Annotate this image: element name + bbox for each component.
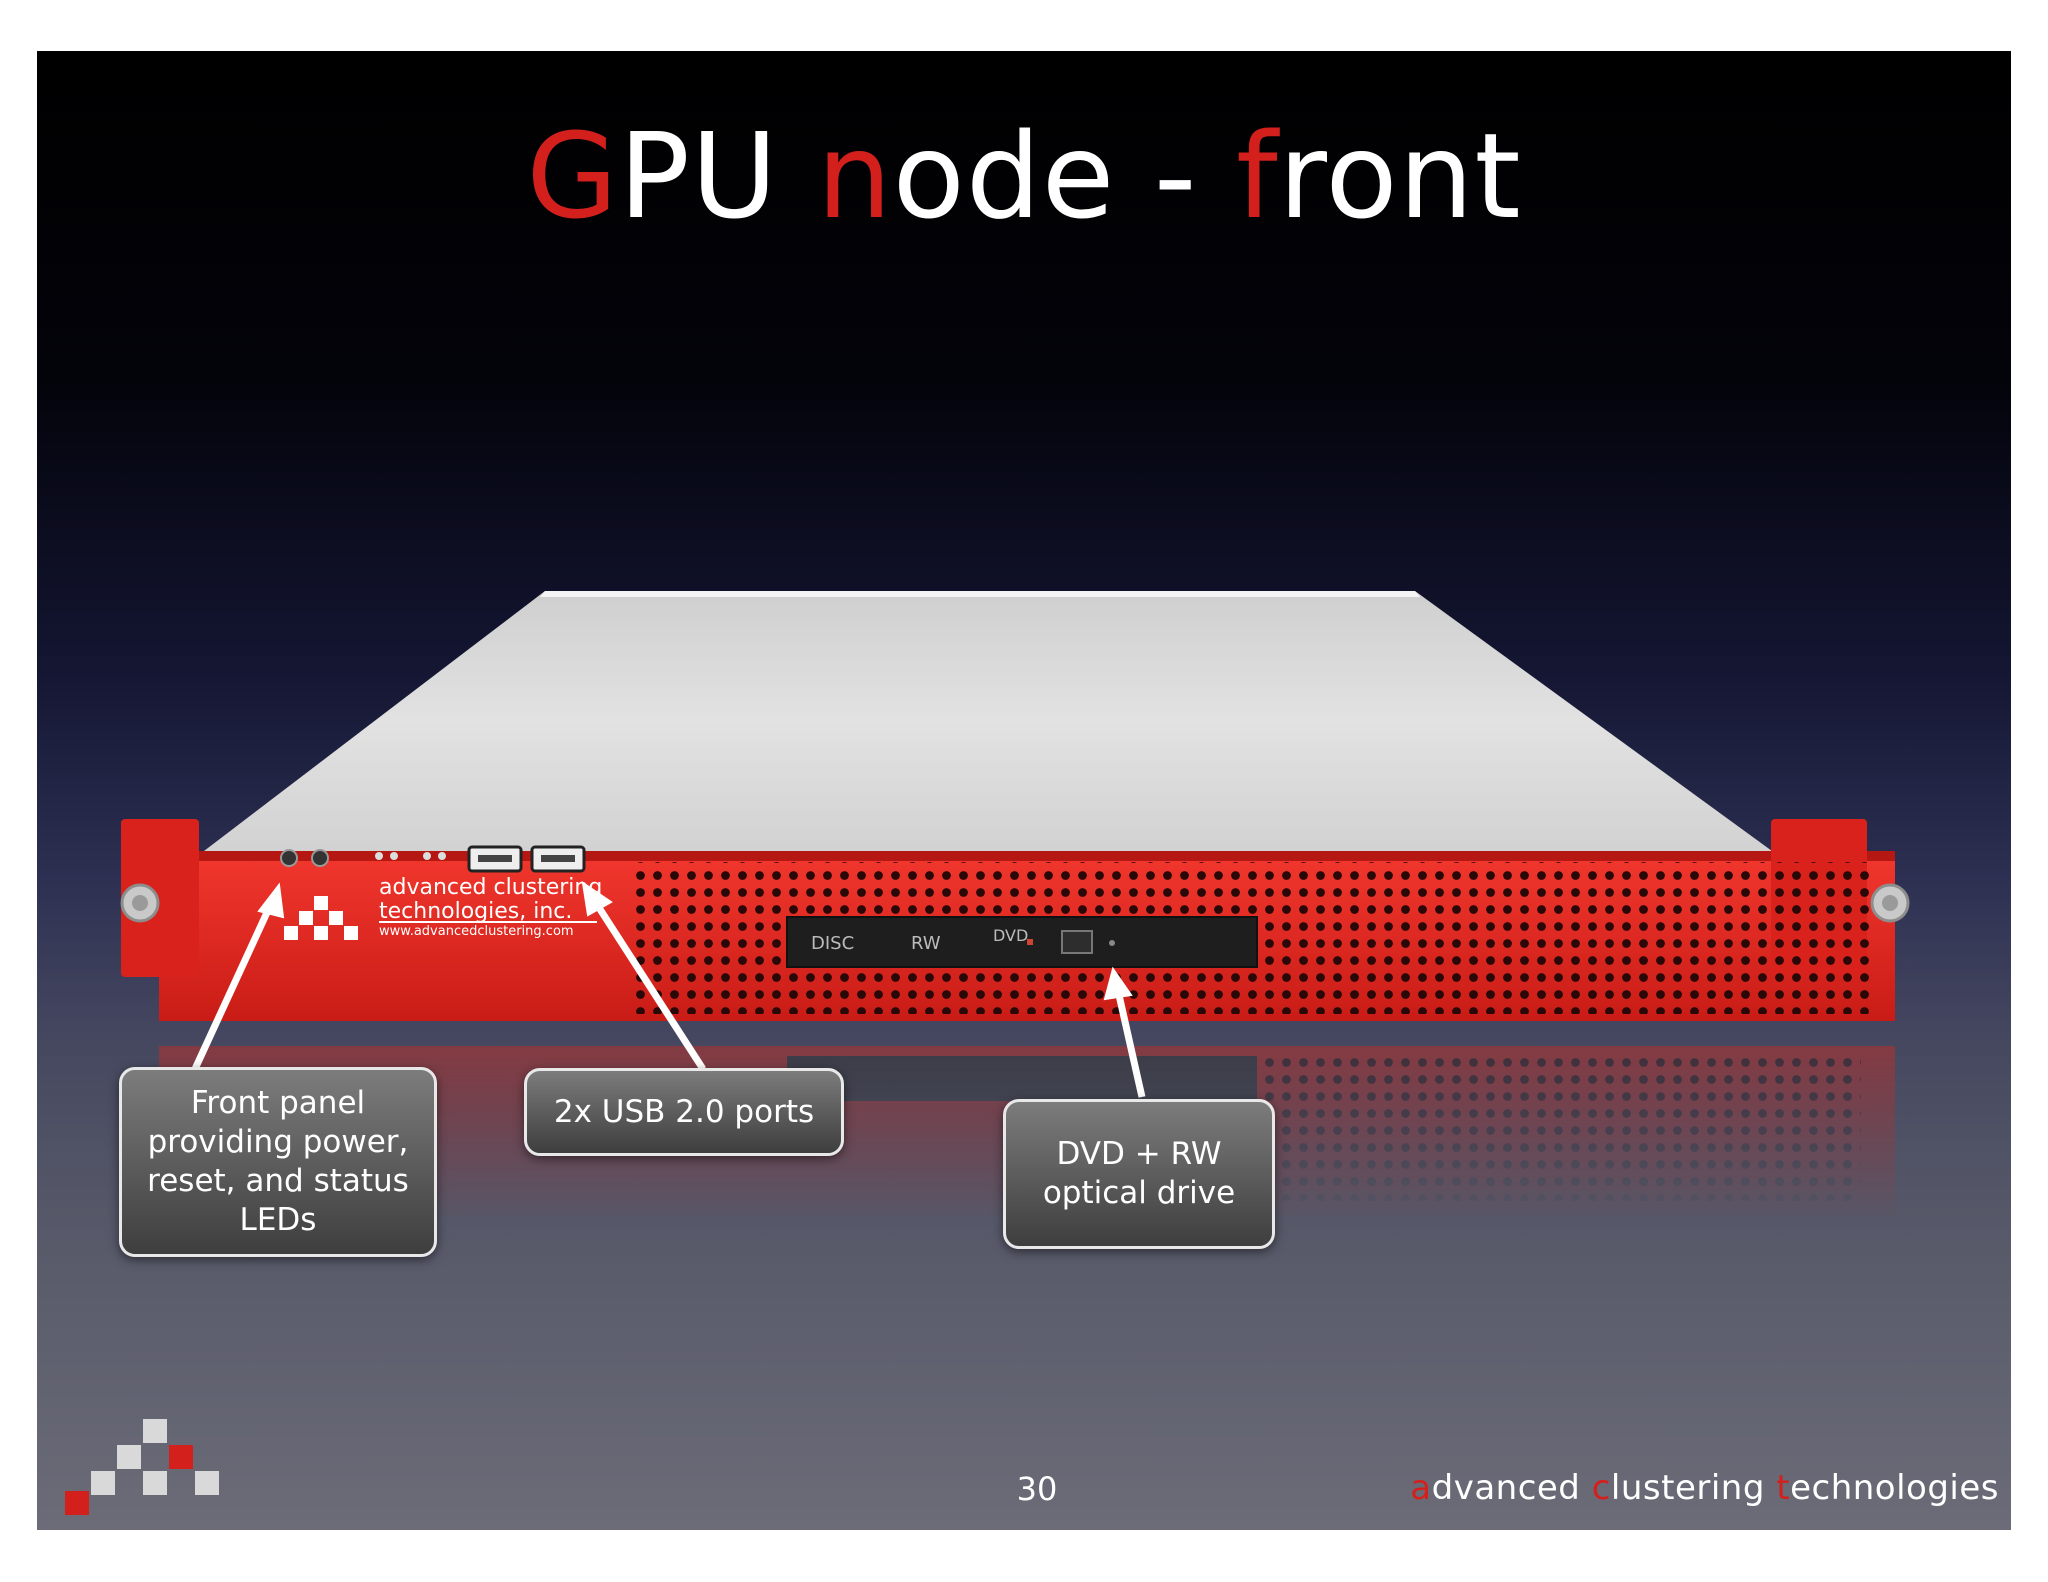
footer-brand-part: c [1591, 1468, 1611, 1508]
callout-line: reset, and status [147, 1163, 409, 1199]
footer-brand: advanced clustering technologies [1410, 1468, 1999, 1508]
rack-ear-left [121, 819, 199, 977]
title-part: f [1235, 107, 1279, 245]
footer-brand-part: lustering [1610, 1468, 1777, 1508]
title-part: ront [1278, 107, 1522, 245]
callout-line: DVD + RW [1056, 1136, 1222, 1172]
title-part: PU [618, 107, 817, 245]
footer-brand-part: echnologies [1790, 1468, 1999, 1508]
callout-line: optical drive [1042, 1175, 1236, 1211]
footer-brand-part: dvanced [1431, 1468, 1592, 1508]
server-illustration: advanced clustering technologies, inc. w… [120, 591, 1910, 1216]
bezel-brand-line2: technologies, inc. [379, 899, 572, 924]
bezel-brand-line1: advanced clustering [379, 875, 602, 900]
page-number: 30 [1016, 1470, 1058, 1508]
callout-dvd: DVD + RW optical drive [1003, 1099, 1275, 1249]
bezel-logo-icon [284, 896, 358, 940]
callout-usb: 2x USB 2.0 ports [524, 1068, 844, 1156]
server-lid [204, 591, 1772, 851]
title-part: G [526, 107, 619, 245]
title-part: ode - [892, 107, 1236, 245]
drive-logo-rw: RW [911, 933, 941, 954]
company-logo-icon [65, 1419, 219, 1515]
bezel-brand-url: www.advancedclustering.com [379, 924, 574, 939]
optical-drive [786, 916, 1258, 968]
callout-front-panel: Front panel providing power, reset, and … [119, 1067, 437, 1257]
callout-line: 2x USB 2.0 ports [553, 1093, 815, 1130]
footer-brand-part: a [1410, 1468, 1432, 1508]
footer-brand-part: t [1776, 1468, 1791, 1508]
reset-button [311, 849, 329, 867]
slide-title: GPU node - front [37, 107, 2011, 245]
title-part: n [816, 107, 893, 245]
callout-line: providing power, [147, 1124, 409, 1160]
power-button [280, 849, 298, 867]
drive-logo-disc: DISC [811, 933, 854, 954]
callout-line: Front panel [190, 1085, 366, 1121]
drive-logo-dvd: DVD [993, 926, 1028, 945]
slide: GPU node - front [37, 51, 2011, 1530]
callout-line: LEDs [239, 1202, 317, 1238]
callout-arrows [191, 880, 1146, 1098]
